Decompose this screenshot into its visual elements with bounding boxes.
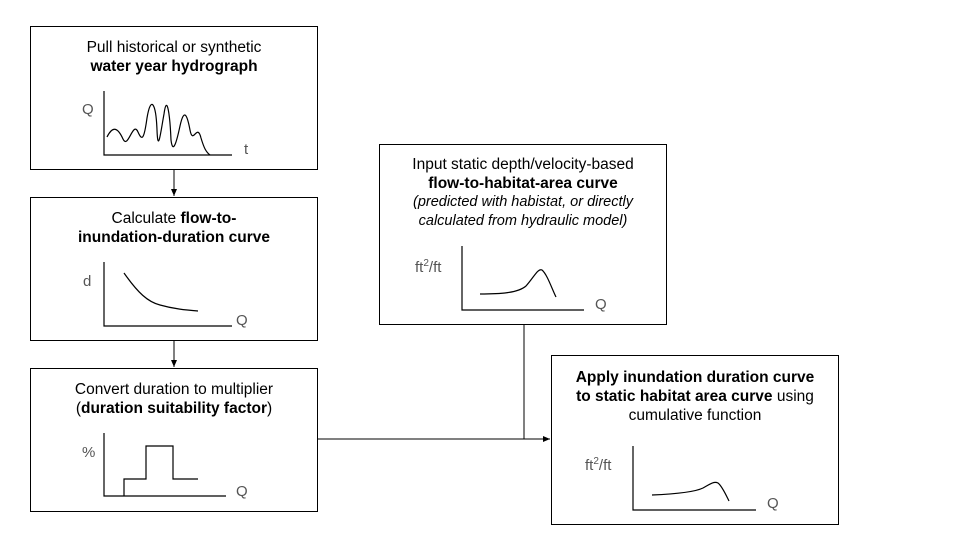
hydrograph-title: Pull historical or synthetic water year … bbox=[86, 39, 262, 75]
suitability-title: Convert duration to multiplier (duration… bbox=[74, 381, 274, 417]
apply-box: Apply inundation duration curve to stati… bbox=[551, 355, 839, 525]
duration-axes bbox=[103, 262, 232, 327]
habitat-plot bbox=[461, 246, 584, 311]
apply-curve bbox=[651, 481, 730, 502]
duration-curve-box: Calculate flow-to- inundation-duration c… bbox=[30, 197, 318, 341]
habitat-curve bbox=[479, 269, 557, 298]
hydrograph-plot bbox=[103, 91, 232, 156]
habitat-axes bbox=[461, 246, 584, 311]
suitability-y-label: % bbox=[82, 444, 96, 461]
duration-curve bbox=[123, 272, 199, 312]
habitat-y-label: ft2/ft bbox=[415, 258, 442, 276]
hydrograph-x-label: t bbox=[244, 141, 249, 158]
apply-plot bbox=[632, 446, 756, 511]
apply-axes bbox=[632, 446, 756, 511]
hydrograph-y-label: Q bbox=[82, 101, 94, 118]
apply-title: Apply inundation duration curve to stati… bbox=[575, 369, 815, 424]
suitability-plot bbox=[103, 433, 226, 497]
suitability-axes bbox=[103, 433, 226, 497]
apply-y-label: ft2/ft bbox=[585, 456, 612, 474]
suitability-box: Convert duration to multiplier (duration… bbox=[30, 368, 318, 512]
hydrograph-curve bbox=[106, 103, 211, 156]
habitat-curve-title: Input static depth/velocity-based flow-t… bbox=[412, 156, 634, 229]
duration-x-label: Q bbox=[236, 312, 248, 329]
apply-x-label: Q bbox=[767, 495, 779, 512]
hydrograph-axes bbox=[103, 91, 232, 156]
duration-y-label: d bbox=[83, 273, 92, 290]
suitability-x-label: Q bbox=[236, 483, 248, 500]
duration-plot bbox=[103, 262, 232, 327]
habitat-x-label: Q bbox=[595, 296, 607, 313]
duration-curve-title: Calculate flow-to- inundation-duration c… bbox=[77, 210, 271, 246]
suitability-curve bbox=[123, 445, 198, 496]
habitat-curve-box: Input static depth/velocity-based flow-t… bbox=[379, 144, 667, 325]
